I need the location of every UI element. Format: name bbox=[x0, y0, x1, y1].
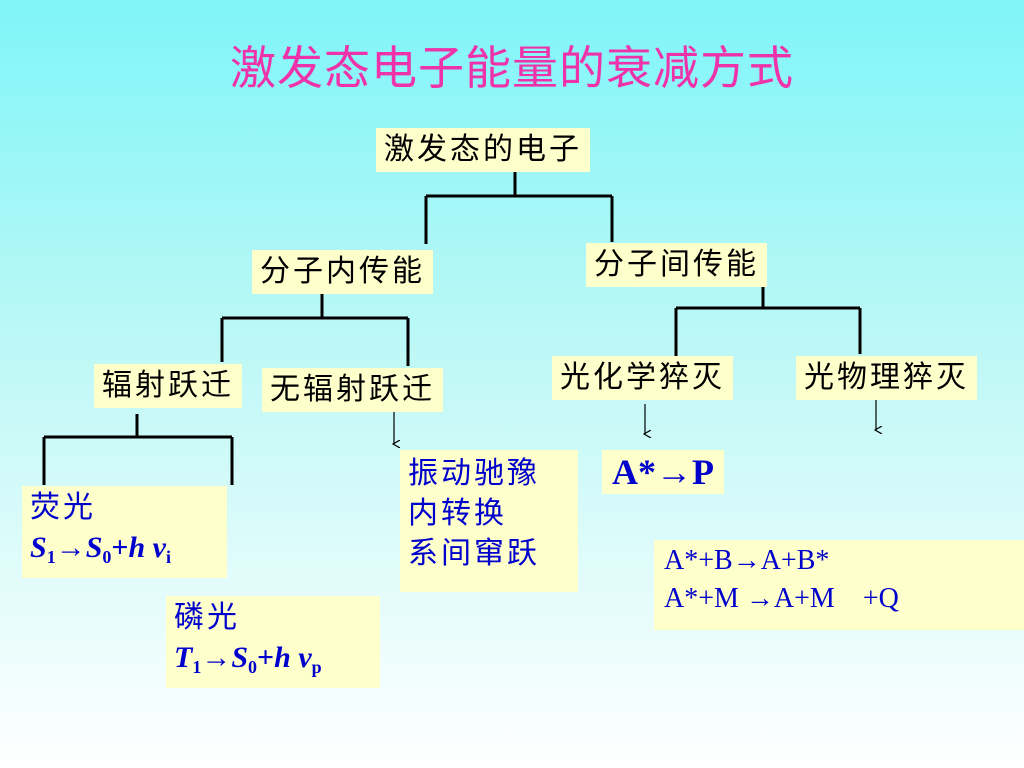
reaction-collision-quench: A*+M →A+M +Q bbox=[664, 583, 899, 614]
photochemical-reaction: A*→P bbox=[602, 450, 724, 494]
slide-title: 激发态电子能量的衰减方式 bbox=[230, 41, 794, 95]
box-phosphorescence: 磷光 T1→S0+h νp bbox=[166, 596, 380, 688]
box-nonradiative-processes: 振动驰豫 内转换 系间窜跃 bbox=[400, 450, 578, 592]
node-photophysical-quenching: 光物理猝灭 bbox=[796, 356, 977, 400]
node-nonradiative-transition: 无辐射跃迁 bbox=[262, 368, 443, 412]
box-quenching-reactions: A*+B→A+B* A*+M →A+M +Q bbox=[654, 540, 1024, 630]
fluorescence-label: 荧光 bbox=[30, 490, 96, 525]
node-radiative-transition: 辐射跃迁 bbox=[94, 364, 242, 408]
fluorescence-formula: S1→S0+h νi bbox=[30, 531, 172, 567]
phosphorescence-formula: T1→S0+h νp bbox=[174, 641, 322, 677]
reaction-energy-transfer: A*+B→A+B* bbox=[664, 545, 830, 576]
process-intersystem-crossing: 系间窜跃 bbox=[408, 536, 540, 571]
node-intermolecular-transfer: 分子间传能 bbox=[586, 243, 767, 287]
process-internal-conversion: 内转换 bbox=[408, 496, 507, 531]
box-fluorescence: 荧光 S1→S0+h νi bbox=[22, 486, 227, 578]
node-intramolecular-transfer: 分子内传能 bbox=[252, 250, 433, 294]
process-vibrational-relaxation: 振动驰豫 bbox=[408, 456, 540, 491]
node-excited-electron: 激发态的电子 bbox=[376, 128, 590, 172]
node-photochemical-quenching: 光化学猝灭 bbox=[552, 356, 733, 400]
phosphorescence-label: 磷光 bbox=[174, 600, 240, 635]
